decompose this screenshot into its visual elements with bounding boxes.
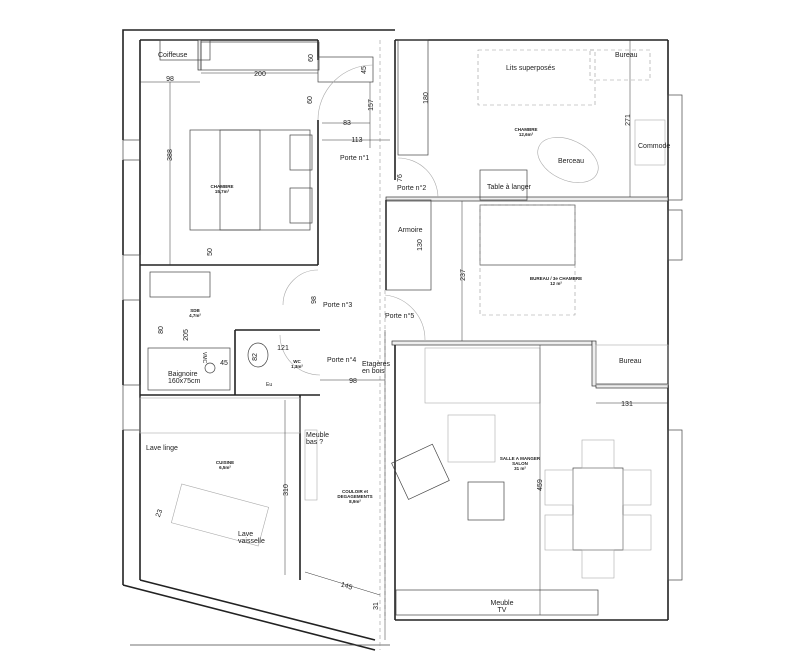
dim-145: 145 — [340, 582, 353, 592]
dim-60: 60 — [307, 96, 314, 104]
dim-50: 50 — [207, 248, 214, 256]
label-bureau2: Bureau — [619, 358, 642, 365]
dim-271: 271 — [625, 114, 632, 126]
dim-98-couloir: 98 — [349, 378, 357, 385]
label-lave-linge: Lave linge — [146, 445, 178, 452]
dim-31: 31 — [373, 602, 380, 610]
dim-coiffeuse: 98 — [166, 76, 174, 83]
dim-83: 83 — [343, 120, 351, 127]
dim-237: 237 — [460, 269, 467, 281]
dim-459: 459 — [537, 479, 544, 491]
interior-walls — [139, 39, 669, 650]
label-berceau: Berceau — [558, 158, 584, 165]
label-porte1: Porte n°1 — [340, 154, 369, 162]
label-coiffeuse: Coiffeuse — [158, 52, 188, 59]
dim-placard: 200 — [254, 71, 266, 78]
label-porte4: Porte n°4 — [327, 356, 356, 364]
dim-45: 45 — [361, 66, 368, 74]
label-table-langer: Table à langer — [487, 184, 532, 191]
dim-121: 121 — [277, 345, 289, 352]
dim-310: 310 — [283, 484, 290, 496]
dim-113: 113 — [351, 137, 362, 144]
dim-157: 157 — [368, 99, 375, 111]
label-porte3: Porte n°3 — [323, 301, 352, 309]
dim-76: 76 — [397, 174, 404, 182]
label-vmc: VMC — [201, 352, 207, 364]
dim-placard-d: 60 — [308, 54, 315, 62]
dim-45-vasque: 45 — [220, 360, 228, 367]
dim-130: 130 — [417, 239, 424, 251]
outer-walls — [122, 29, 683, 651]
label-commode: Commode — [638, 143, 670, 150]
annotations: Coiffeuse Lits superposés Bureau Commode… — [146, 52, 670, 614]
label-porte2: Porte n°2 — [397, 184, 426, 192]
dim-131: 131 — [621, 401, 633, 408]
dim-180: 180 — [423, 92, 430, 104]
label-eu: Eu — [266, 382, 272, 388]
dim-82: 82 — [252, 353, 259, 361]
label-lits: Lits superposés — [506, 65, 556, 72]
label-bureau1: Bureau — [615, 52, 638, 59]
dim-23: 23 — [155, 509, 164, 519]
label-armoire: Armoire — [398, 227, 423, 234]
dim-98-porte3: 98 — [311, 296, 318, 304]
dim-80: 80 — [158, 326, 165, 334]
dimensions: 98 200 60 45 60 157 83 113 388 50 180 76… — [140, 40, 668, 615]
dim-388: 388 — [167, 149, 174, 161]
label-porte5: Porte n°5 — [385, 312, 414, 320]
dim-205: 205 — [183, 329, 190, 341]
